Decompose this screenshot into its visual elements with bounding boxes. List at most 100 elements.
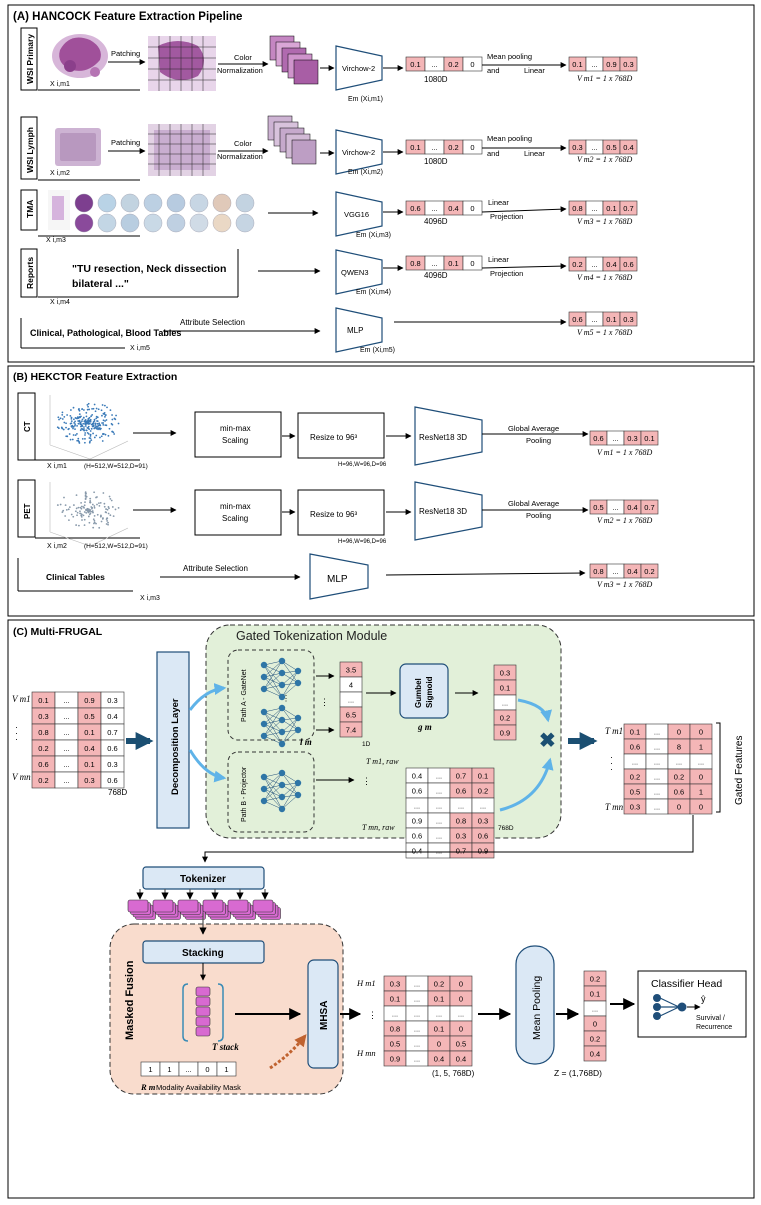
vector-cell: 0.1 <box>644 434 654 443</box>
vector-cell: ... <box>431 60 437 69</box>
volume-point <box>90 427 93 430</box>
matrix-cell: 0.7 <box>456 772 466 781</box>
svg-text:Scaling: Scaling <box>222 436 248 445</box>
volume-point <box>80 507 83 510</box>
input-label: X i,m1 <box>50 81 70 88</box>
volume-point <box>65 509 68 511</box>
token <box>177 899 199 913</box>
decomposition-layer <box>156 651 190 829</box>
column-cell: 7.4 <box>346 726 356 735</box>
volume-point <box>106 517 109 520</box>
volume-point <box>95 434 98 437</box>
volume-point <box>110 499 113 502</box>
net-edge <box>263 772 283 790</box>
tma-core <box>189 213 209 233</box>
matrix-cell: ... <box>436 787 442 796</box>
vector-cell-bg <box>619 200 638 216</box>
patch-stack <box>267 115 317 165</box>
volume-point <box>101 404 104 406</box>
svg-text:H m1: H m1 <box>356 978 376 988</box>
matrix-cell: 0.3 <box>84 776 94 785</box>
volume-point <box>93 505 96 507</box>
svg-text:Em (Xi,m5): Em (Xi,m5) <box>360 347 395 354</box>
token <box>252 899 274 913</box>
path-a-gatenet <box>227 649 315 741</box>
svg-text:min-max: min-max <box>220 424 251 433</box>
svg-text:Gumbel: Gumbel <box>414 678 423 708</box>
volume-point <box>101 414 103 417</box>
volume-point <box>66 435 69 438</box>
matrix-cell: 0.2 <box>630 773 640 782</box>
svg-text:·: · <box>15 728 18 738</box>
volume-point <box>108 495 111 498</box>
volume-point <box>77 506 80 509</box>
volume-point <box>92 511 94 514</box>
matrix-cell: 0.3 <box>38 712 48 721</box>
matrix-cell: ... <box>436 832 442 841</box>
column-cell: 0.4 <box>590 1050 600 1059</box>
net-node <box>260 685 268 693</box>
volume-point <box>93 514 96 517</box>
svg-text:Masked Fusion: Masked Fusion <box>124 960 136 1040</box>
volume-point <box>83 429 86 432</box>
path-b-projector <box>227 751 315 833</box>
column-cell: 0 <box>593 1020 597 1029</box>
volume-point <box>85 509 88 512</box>
volume-point <box>76 514 78 517</box>
net-node <box>260 708 268 716</box>
volume-point <box>74 510 77 513</box>
section-a: (A) HANCOCK Feature Extraction Pipeline … <box>7 4 755 363</box>
net-node <box>294 779 302 787</box>
volume-point <box>76 425 78 427</box>
svg-text:X i,m2: X i,m2 <box>47 543 67 550</box>
volume-point <box>89 430 92 432</box>
volume-point <box>92 518 95 521</box>
matrix-cell: 0.9 <box>390 1055 400 1064</box>
volume-point <box>84 498 87 500</box>
volume-point <box>57 416 60 419</box>
matrix-cell: ... <box>63 776 69 785</box>
matrix-cell: ... <box>654 728 660 737</box>
svg-text:Pooling: Pooling <box>526 511 551 520</box>
matrix-cell: 0.3 <box>107 696 117 705</box>
tma-core <box>235 193 255 213</box>
volume-point <box>91 423 93 426</box>
volume-point <box>86 408 89 411</box>
matrix-cell: ... <box>436 847 442 856</box>
matrix-cell: ... <box>676 758 682 767</box>
vector-cell: 0 <box>470 143 474 152</box>
matrix-cell: 0.5 <box>456 1040 466 1049</box>
vector-cell-bg <box>640 430 659 446</box>
matrix-cell: 0.3 <box>390 980 400 989</box>
volume-point <box>73 421 76 424</box>
volume-point <box>83 428 85 430</box>
volume-point <box>70 409 72 411</box>
volume-point <box>93 436 96 439</box>
matrix-cell: ... <box>436 772 442 781</box>
volume-point <box>109 409 112 412</box>
net-edge <box>263 672 283 690</box>
svg-text:Path B - Projector: Path B - Projector <box>241 766 248 822</box>
volume-point <box>70 422 73 425</box>
matrix-cell: 0 <box>699 803 703 812</box>
svg-text:Virchow-2: Virchow-2 <box>342 148 375 157</box>
volume-point <box>79 421 82 424</box>
svg-text:V m4 = 1 x 768D: V m4 = 1 x 768D <box>577 273 632 282</box>
svg-text:V mn: V mn <box>12 772 31 782</box>
row-clinical-tables: Clinical Tables X i,m3 Attribute Selecti… <box>17 553 659 602</box>
volume-point <box>83 504 86 507</box>
volume-point <box>78 419 81 422</box>
row-ct: CT X i,m1 (H=512,W=512,D=91) min-max Sca… <box>17 392 659 470</box>
volume-point <box>115 414 117 417</box>
volume-point <box>72 418 75 421</box>
matrix-cell: ... <box>414 980 420 989</box>
min-max-scaling-box <box>194 411 282 458</box>
matrix-cell: 0.6 <box>478 832 488 841</box>
matrix-cell: 0 <box>677 728 681 737</box>
matrix-cell: 0.2 <box>38 776 48 785</box>
matrix-cell: 0.6 <box>107 776 117 785</box>
